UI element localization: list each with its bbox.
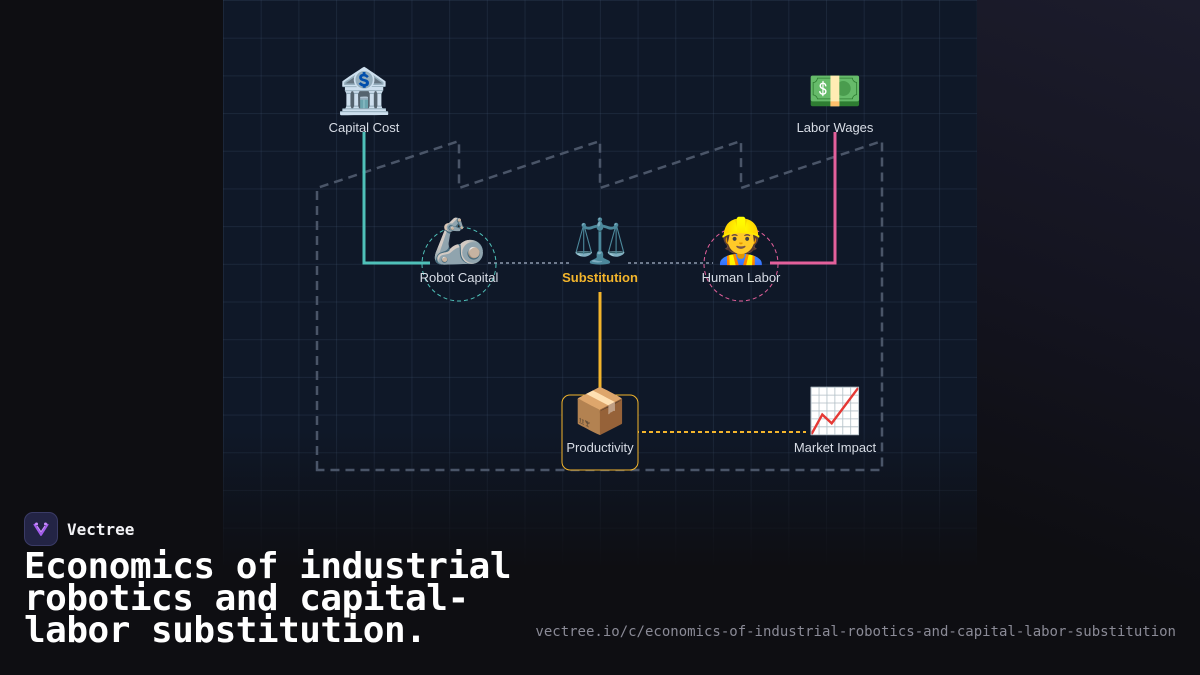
source-url[interactable]: vectree.io/c/economics-of-industrial-rob…: [535, 624, 1176, 640]
dollar-banknote-icon: 💵: [808, 67, 863, 116]
page-title: Economics of industrial robotics and cap…: [24, 546, 512, 651]
connector-labor-wages-human-labor: [770, 132, 837, 265]
brand-name: Vectree: [67, 519, 135, 539]
bank-icon: 🏦: [337, 66, 392, 116]
balance-scale-icon: ⚖️: [573, 216, 628, 266]
productivity-box: [561, 394, 639, 471]
capital-cost-label: Capital Cost: [329, 120, 400, 135]
connector-capital-cost-robot-capital: [362, 132, 430, 265]
factory-outline: [315, 139, 884, 472]
vectree-logo-icon: [24, 512, 58, 546]
node-substitution[interactable]: ⚖️ Substitution: [562, 216, 638, 285]
robot-capital-label: Robot Capital: [420, 270, 499, 285]
background-gradient: [975, 0, 1200, 675]
labor-wages-label: Labor Wages: [797, 120, 874, 135]
human-labor-label: Human Labor: [702, 270, 781, 285]
productivity-label: Productivity: [566, 440, 634, 455]
market-impact-label: Market Impact: [794, 440, 877, 455]
node-robot-capital[interactable]: 🦾 Robot Capital: [420, 217, 499, 285]
node-capital-cost[interactable]: 🏦 Capital Cost: [329, 66, 400, 135]
node-human-labor[interactable]: 👷 Human Labor: [702, 216, 781, 285]
brand[interactable]: Vectree: [24, 512, 134, 546]
chart-increasing-icon: 📈: [808, 386, 863, 436]
substitution-label: Substitution: [562, 270, 638, 285]
human-labor-ring: [703, 226, 779, 302]
robot-capital-ring: [421, 226, 497, 302]
node-market-impact[interactable]: 📈 Market Impact: [794, 386, 877, 455]
node-productivity[interactable]: 📦 Productivity: [566, 386, 634, 455]
package-icon: 📦: [573, 386, 628, 436]
mechanical-arm-icon: 🦾: [432, 217, 487, 266]
construction-worker-icon: 👷: [714, 216, 769, 266]
node-labor-wages[interactable]: 💵 Labor Wages: [797, 67, 874, 135]
